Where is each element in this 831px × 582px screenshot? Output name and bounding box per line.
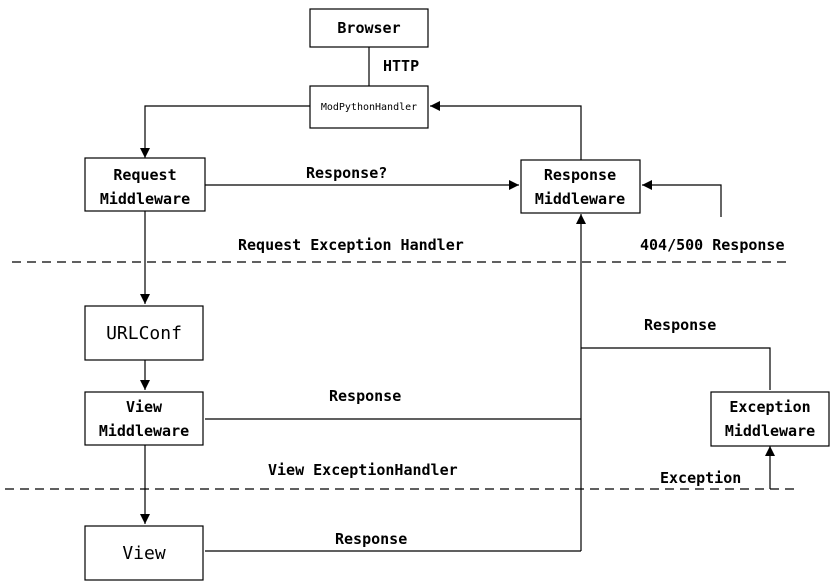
view-label: View xyxy=(122,543,166,564)
urlconf-label: URLConf xyxy=(106,323,182,344)
view-middleware-response-label: Response xyxy=(329,387,401,405)
browser-label: Browser xyxy=(337,19,400,37)
request-middleware-label-line2: Middleware xyxy=(100,190,190,208)
exception-label: Exception xyxy=(660,469,741,487)
view-middleware-label-line2: Middleware xyxy=(99,422,189,440)
response-middleware-label-line2: Middleware xyxy=(535,190,625,208)
view-middleware-label-line1: View xyxy=(126,398,163,416)
response-middleware-node: Response Middleware xyxy=(520,159,641,214)
http-label: HTTP xyxy=(383,57,419,75)
response-middleware-label-line1: Response xyxy=(544,166,616,184)
view-node: View xyxy=(84,525,204,581)
exception-middleware-label-line1: Exception xyxy=(729,398,810,416)
edge-404-500-response xyxy=(642,180,722,217)
edge-exception-mw-response xyxy=(581,347,771,390)
browser-node: Browser xyxy=(309,8,429,48)
exception-response-label: Response xyxy=(644,316,716,334)
edge-handler-request-mw xyxy=(140,105,310,158)
handler-label: ModPythonHandler xyxy=(321,102,417,113)
view-middleware-node: View Middleware xyxy=(84,391,204,446)
urlconf-node: URLConf xyxy=(84,305,204,361)
edge-response-mw-handler xyxy=(430,101,582,160)
view-response-label: Response xyxy=(335,530,407,548)
handler-node: ModPythonHandler xyxy=(309,85,429,129)
exception-middleware-label-line2: Middleware xyxy=(725,422,815,440)
exception-middleware-node: Exception Middleware xyxy=(710,391,830,447)
request-middleware-label-line1: Request xyxy=(113,166,176,184)
response-question-label: Response? xyxy=(306,164,387,182)
view-exception-handler-label: View ExceptionHandler xyxy=(268,461,458,479)
response-404-500-label: 404/500 Response xyxy=(640,236,785,254)
edges xyxy=(140,47,775,552)
request-exception-handler-label: Request Exception Handler xyxy=(238,236,464,254)
request-middleware-node: Request Middleware xyxy=(84,157,206,212)
